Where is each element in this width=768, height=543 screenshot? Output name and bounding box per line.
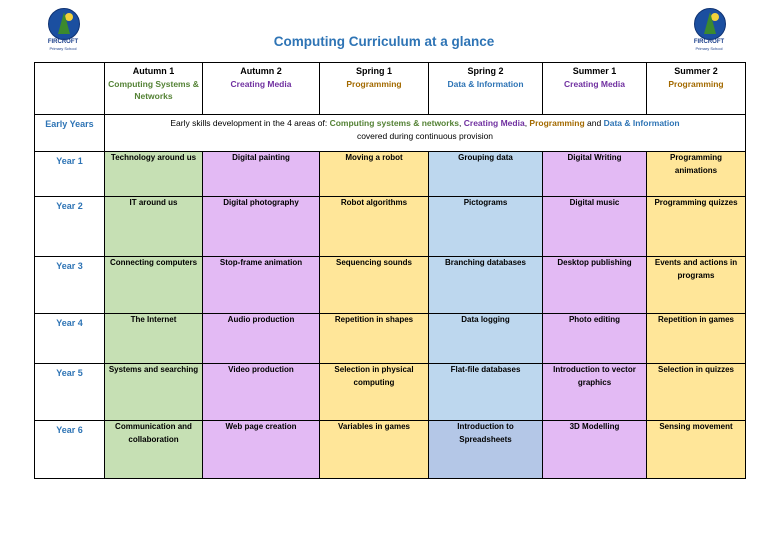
unit-cell: Programming quizzes [646,196,746,257]
unit-cell: Robot algorithms [319,196,429,257]
unit-cell: Digital painting [202,151,320,197]
year-row: Year 4 The Internet Audio production Rep… [34,313,746,364]
logo-tree-icon [694,8,726,40]
unit-cell: Connecting computers [104,256,203,314]
unit-cell: 3D Modelling [542,420,647,479]
unit-cell: Variables in games [319,420,429,479]
year-row: Year 6 Communication and collaboration W… [34,420,746,479]
page-title: Computing Curriculum at a glance [273,34,495,49]
logo-tree-icon [48,8,80,40]
row-header-year: Year 2 [34,196,105,257]
logo-school-name: FIRCROFT [693,39,725,45]
early-years-row: Early Years Early skills development in … [34,114,746,152]
unit-cell: Repetition in shapes [319,313,429,364]
school-logo-left: FIRCROFT Primary School [43,8,83,54]
unit-cell: Data logging [428,313,543,364]
school-logo-right: FIRCROFT Primary School [689,8,729,54]
row-header-year: Year 3 [34,256,105,314]
unit-cell: Photo editing [542,313,647,364]
unit-cell: Introduction to vector graphics [542,363,647,421]
logo-school-subtitle: Primary School [49,46,77,51]
unit-cell: Video production [202,363,320,421]
logo-school-name: FIRCROFT [47,39,79,45]
unit-cell: Programming animations [646,151,746,197]
unit-cell: Audio production [202,313,320,364]
row-header-year: Year 4 [34,313,105,364]
unit-cell: Introduction to Spreadsheets [428,420,543,479]
year-row: Year 2 IT around us Digital photography … [34,196,746,257]
year-row: Year 5 Systems and searching Video produ… [34,363,746,421]
row-header-year: Year 1 [34,151,105,197]
unit-cell: Grouping data [428,151,543,197]
row-header-early-years: Early Years [34,114,105,152]
unit-cell: Communication and collaboration [104,420,203,479]
unit-cell: Events and actions in programs [646,256,746,314]
row-header-year: Year 5 [34,363,105,421]
unit-cell: Repetition in games [646,313,746,364]
unit-cell: Technology around us [104,151,203,197]
unit-cell: Sequencing sounds [319,256,429,314]
logo-school-subtitle: Primary School [695,46,723,51]
unit-cell: Sensing movement [646,420,746,479]
unit-cell: IT around us [104,196,203,257]
unit-cell: Web page creation [202,420,320,479]
unit-cell: Digital photography [202,196,320,257]
unit-cell: Digital Writing [542,151,647,197]
unit-cell: Selection in physical computing [319,363,429,421]
unit-cell: Branching databases [428,256,543,314]
year-row: Year 1 Technology around us Digital pain… [34,151,746,197]
corner-cell [34,62,105,115]
unit-cell: Stop-frame animation [202,256,320,314]
unit-cell: Moving a robot [319,151,429,197]
unit-cell: Pictograms [428,196,543,257]
unit-cell: Systems and searching [104,363,203,421]
early-years-description: Early skills development in the 4 areas … [104,114,746,152]
year-row: Year 3 Connecting computers Stop-frame a… [34,256,746,314]
unit-cell: Flat-file databases [428,363,543,421]
unit-cell: Digital music [542,196,647,257]
unit-cell: Desktop publishing [542,256,647,314]
unit-cell: The Internet [104,313,203,364]
row-header-year: Year 6 [34,420,105,479]
unit-cell: Selection in quizzes [646,363,746,421]
